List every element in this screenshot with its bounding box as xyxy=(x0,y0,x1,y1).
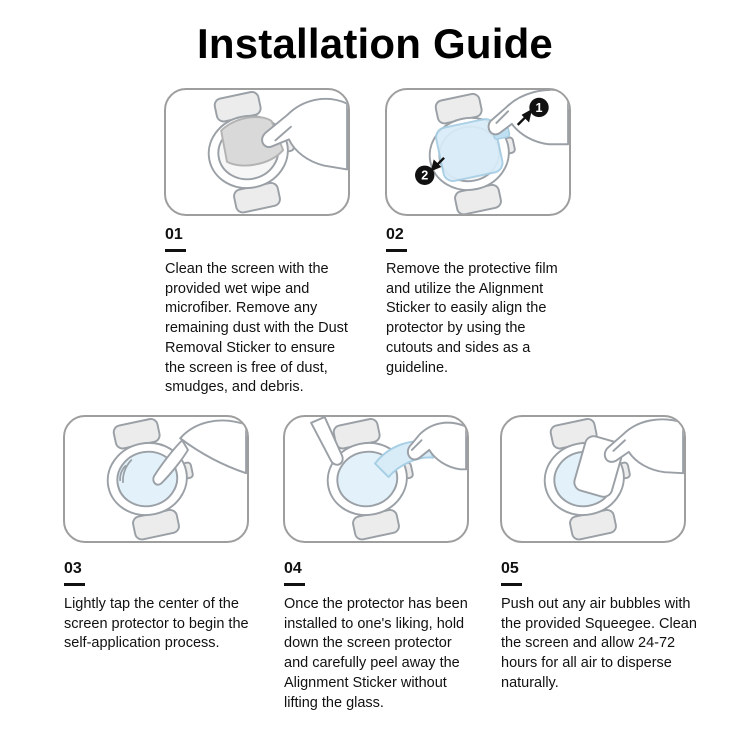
step-04-number: 04 xyxy=(284,560,305,586)
step-03-illustration xyxy=(106,418,247,541)
hand-icon xyxy=(152,419,247,486)
step-05-number: 05 xyxy=(501,560,522,586)
wet-wipe-icon xyxy=(220,116,285,167)
step-03-text: Lightly tap the center of the screen pro… xyxy=(64,596,249,652)
step-04-panel xyxy=(283,415,469,543)
badge-2: 2 xyxy=(415,165,435,185)
step-04-illustration xyxy=(310,417,467,541)
arrow-2-icon xyxy=(430,156,445,172)
step-01-illustration xyxy=(207,91,348,214)
step-02-text: Remove the protective film and utilize t… xyxy=(386,261,558,376)
hold-finger-icon xyxy=(310,417,344,466)
step-01-text: Clean the screen with the provided wet w… xyxy=(165,261,348,396)
badge-2-number: 2 xyxy=(421,169,428,183)
badge-1-number: 1 xyxy=(536,101,543,115)
step-02-illustration: 1 2 xyxy=(415,90,569,214)
step-05-text: Push out any air bubbles with the provid… xyxy=(501,596,697,691)
step-01-panel xyxy=(164,88,350,216)
hand-icon xyxy=(406,421,467,471)
step-03-number: 03 xyxy=(64,560,85,586)
step-01-number: 01 xyxy=(165,226,186,252)
arrow-1-icon xyxy=(516,108,533,126)
hand-icon xyxy=(603,418,684,475)
step-04-text: Once the protector has been installed to… xyxy=(284,596,468,711)
step-02-number: 02 xyxy=(386,226,407,252)
step-02-panel: 1 2 xyxy=(385,88,571,216)
tap-lines-icon xyxy=(119,458,133,483)
step-03-panel xyxy=(63,415,249,543)
page-title: Installation Guide xyxy=(197,20,553,67)
step-05-illustration xyxy=(543,418,684,541)
badge-1: 1 xyxy=(529,97,549,118)
step-05-panel xyxy=(500,415,686,543)
hand-icon xyxy=(261,97,348,171)
